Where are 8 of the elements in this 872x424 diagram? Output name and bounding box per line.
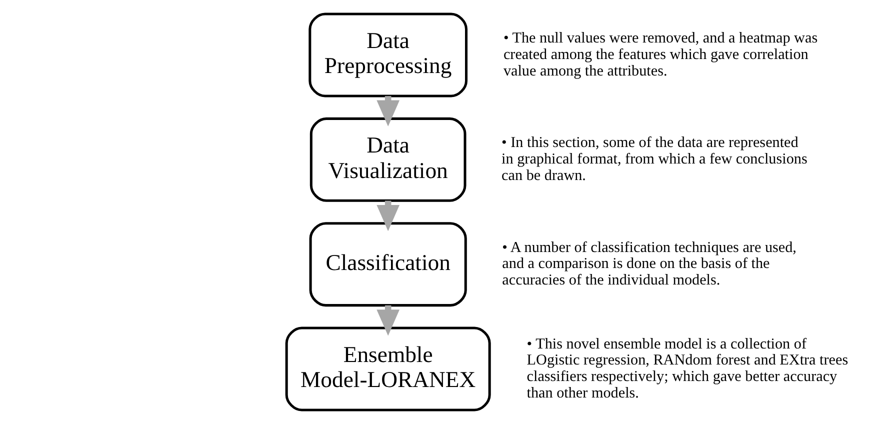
- node-box: Data Visualization: [310, 117, 466, 202]
- node-box: Ensemble Model-LORANEX: [285, 326, 491, 412]
- node-box: Classification: [309, 222, 467, 307]
- node-label: • A number of classification techniques are used, and a comparison is done on the basis of the accuracies of the individual models.: [502, 240, 796, 289]
- node-label: • This novel ensemble model is a collection of LOgistic regression, RANdom forest and EXtra trees classifiers respectively; which gave better accuracy than other models.: [526, 336, 848, 402]
- node-label: • The null values were removed, and a heatmap was created among the features which gave correlation value among the attributes.: [503, 30, 818, 80]
- node-box: Data Preprocessing: [308, 12, 468, 98]
- node-label: • In this section, some of the data are represented in graphical format, from which a few conclusions can be drawn.: [502, 135, 808, 184]
